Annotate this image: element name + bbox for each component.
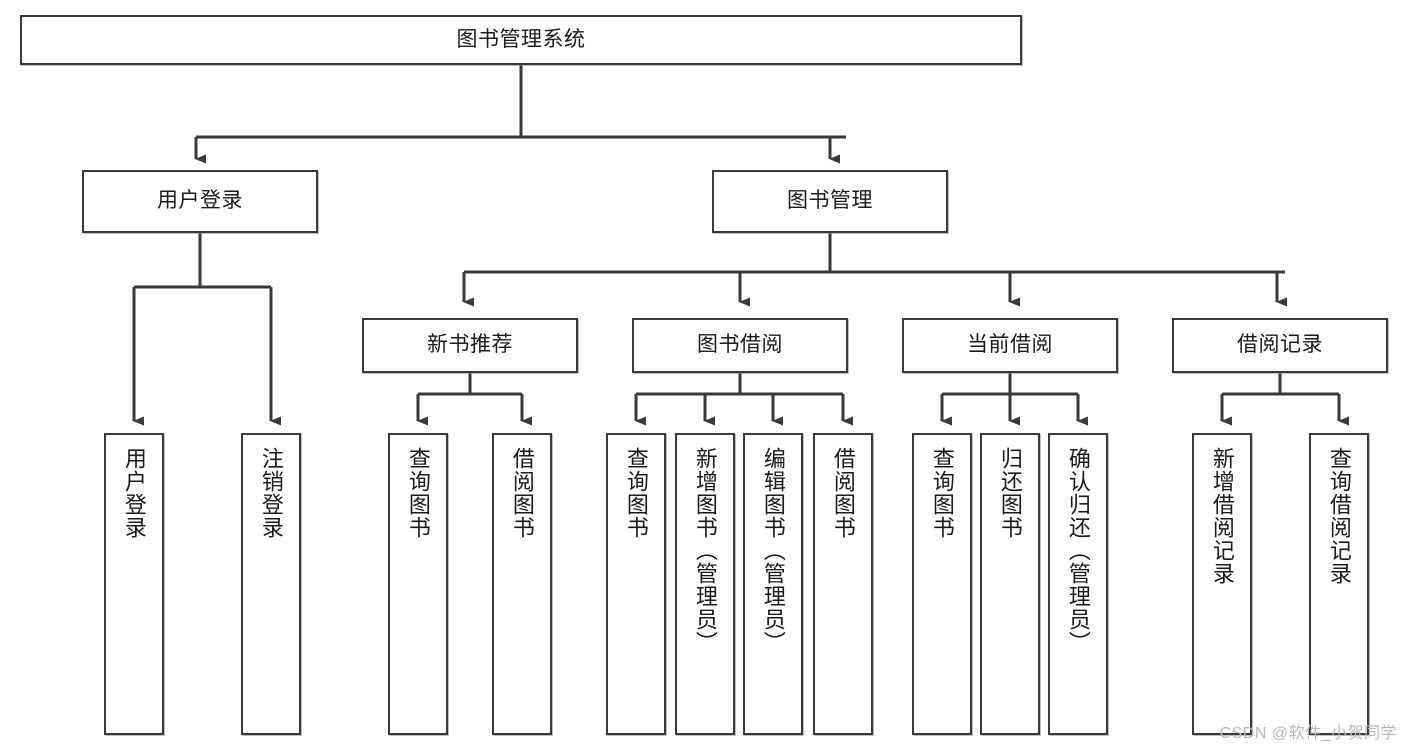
node-borrow-record-label: 借阅记录 [1237, 333, 1323, 357]
node-leaf-user-login[interactable]: 用户登录 [104, 433, 164, 735]
node-leaf-query-book-b[interactable]: 查询图书 [606, 433, 666, 735]
node-leaf-add-record-label: 新增借阅记录 [1209, 447, 1235, 585]
node-user-login-label: 用户登录 [157, 189, 243, 213]
node-current-borrow-label: 当前借阅 [967, 333, 1053, 357]
node-leaf-query-book-a-label: 查询图书 [405, 447, 431, 539]
node-current-borrow[interactable]: 当前借阅 [902, 318, 1118, 373]
node-leaf-edit-book[interactable]: 编辑图书（管理员） [743, 433, 803, 735]
node-root[interactable]: 图书管理系统 [20, 15, 1022, 65]
node-leaf-add-book[interactable]: 新增图书（管理员） [675, 433, 735, 735]
node-root-label: 图书管理系统 [456, 27, 586, 51]
node-leaf-query-book-a[interactable]: 查询图书 [388, 433, 448, 735]
node-book-borrow-label: 图书借阅 [697, 333, 783, 357]
node-leaf-logout-label: 注销登录 [258, 447, 284, 539]
node-leaf-query-record[interactable]: 查询借阅记录 [1309, 433, 1369, 735]
node-leaf-query-record-label: 查询借阅记录 [1326, 447, 1352, 585]
node-leaf-logout[interactable]: 注销登录 [241, 433, 301, 735]
node-new-book-rec-label: 新书推荐 [427, 333, 513, 357]
node-leaf-borrow-book-b[interactable]: 借阅图书 [813, 433, 873, 735]
node-leaf-return-book-label: 归还图书 [997, 447, 1023, 539]
node-leaf-query-book-c[interactable]: 查询图书 [912, 433, 972, 735]
node-leaf-return-book[interactable]: 归还图书 [980, 433, 1040, 735]
node-book-borrow[interactable]: 图书借阅 [632, 318, 848, 373]
node-leaf-add-record[interactable]: 新增借阅记录 [1192, 433, 1252, 735]
node-leaf-query-book-c-label: 查询图书 [929, 447, 955, 539]
node-leaf-borrow-book-b-label: 借阅图书 [830, 447, 856, 539]
node-leaf-confirm-return[interactable]: 确认归还（管理员） [1048, 433, 1108, 735]
node-new-book-rec[interactable]: 新书推荐 [362, 318, 578, 373]
node-leaf-edit-book-label: 编辑图书（管理员） [760, 447, 786, 654]
node-leaf-confirm-return-label: 确认归还（管理员） [1065, 447, 1091, 654]
watermark-text: CSDN @软件_小贺同学 [1219, 725, 1397, 742]
node-book-manage[interactable]: 图书管理 [712, 170, 948, 233]
node-user-login[interactable]: 用户登录 [82, 170, 318, 233]
node-leaf-query-book-b-label: 查询图书 [623, 447, 649, 539]
node-leaf-borrow-book-a[interactable]: 借阅图书 [492, 433, 552, 735]
node-leaf-add-book-label: 新增图书（管理员） [692, 447, 718, 654]
node-leaf-user-login-label: 用户登录 [121, 447, 147, 539]
node-book-manage-label: 图书管理 [787, 189, 873, 213]
node-borrow-record[interactable]: 借阅记录 [1172, 318, 1388, 373]
node-leaf-borrow-book-a-label: 借阅图书 [509, 447, 535, 539]
